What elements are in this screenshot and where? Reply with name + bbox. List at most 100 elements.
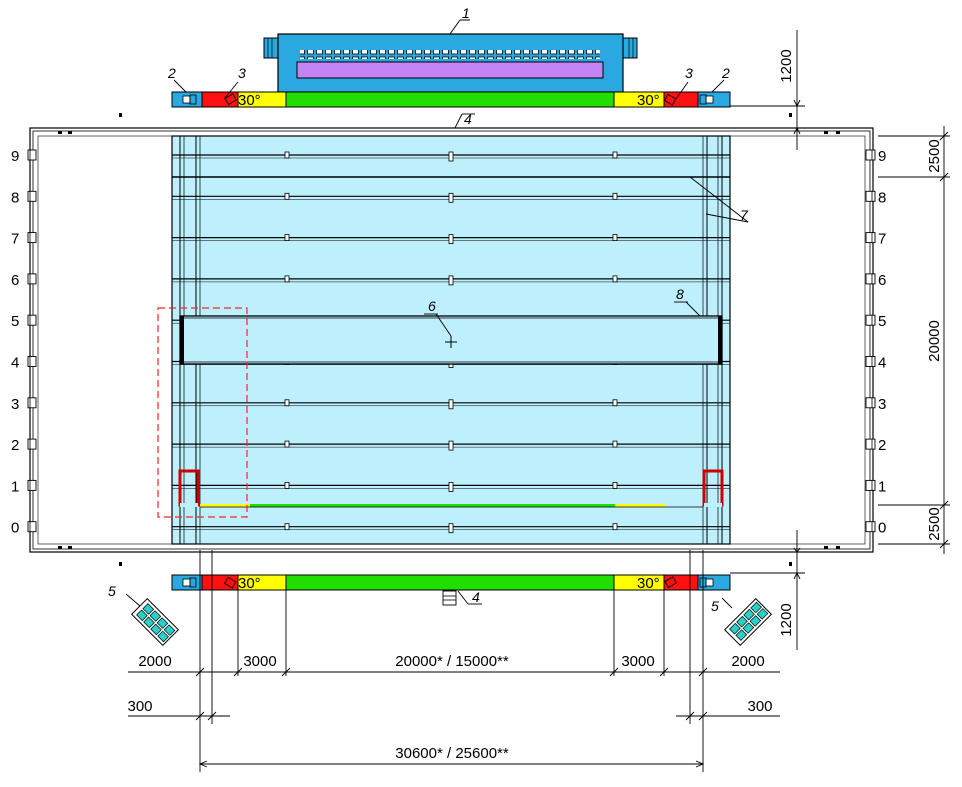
- callout-6: 6: [428, 298, 436, 314]
- lane-block-right: [865, 397, 876, 409]
- lane-number-left: 5: [11, 313, 19, 330]
- lane-marker: [284, 234, 290, 242]
- angle-bottom-right: 30°: [637, 575, 660, 592]
- dim-right-segment-bottom: 2500: [926, 507, 943, 540]
- lane-marker: [284, 192, 290, 200]
- callout-4-top: 4: [464, 111, 472, 127]
- lane-marker: [448, 440, 454, 451]
- lane-block-left: [27, 356, 37, 367]
- lane-number-left: 7: [11, 231, 19, 248]
- lane-block-right: [865, 521, 876, 533]
- dim-bottom-right-3000: 3000: [621, 653, 654, 670]
- angle-top-left: 30°: [238, 92, 261, 109]
- lane-marker: [284, 481, 290, 489]
- callout-2-left: 2: [167, 65, 176, 81]
- dim-overall: 30600* / 25600**: [395, 745, 509, 762]
- lane-number-left: 1: [11, 478, 19, 495]
- callout-7: 7: [740, 207, 749, 223]
- callout-4-bottom: 4: [472, 589, 480, 605]
- lane-marker: [612, 192, 618, 200]
- camera-icon: [182, 94, 714, 105]
- right-dimension-lines: [793, 30, 950, 650]
- lane-block-left: [27, 397, 37, 409]
- spectator-gallery-icon: [263, 33, 638, 93]
- lane-number-right: 2: [878, 437, 886, 454]
- lane-number-left: 6: [11, 272, 19, 289]
- lane-marker: [612, 523, 618, 531]
- starting-block-icon: [224, 93, 677, 106]
- dim-right-segment-top: 2500: [926, 139, 943, 172]
- lane-number-right: 3: [878, 396, 886, 413]
- lane-number-right: 9: [878, 148, 886, 165]
- lane-block-right: [865, 479, 876, 491]
- lane-marker: [284, 151, 290, 159]
- lane-block-left: [27, 273, 37, 285]
- lane-block-left: [27, 479, 37, 491]
- lane-block-right: [865, 190, 876, 202]
- lane-marker: [448, 523, 454, 534]
- lane-block-right: [865, 356, 876, 367]
- lane-marker: [612, 234, 618, 242]
- lane-number-left: 0: [11, 520, 19, 537]
- bottom-dimension-lines: [128, 550, 780, 772]
- lane-number-right: 5: [878, 313, 886, 330]
- lane-block-left: [27, 521, 37, 533]
- lane-marker: [284, 440, 290, 448]
- lane-block-left: [27, 438, 37, 450]
- lane-numbers: 9 9 8 8 7 7 6 6 5 5 4 4 3 3 2 2 1 1 0 0: [11, 148, 886, 537]
- lane-marker: [612, 481, 618, 489]
- lane-number-left: 8: [11, 189, 19, 206]
- lane-block-right: [865, 438, 876, 450]
- lane-marker: [448, 399, 454, 410]
- highlight-region: [157, 307, 248, 518]
- angle-bottom-left: 30°: [238, 575, 261, 592]
- pool-center-mark: [445, 336, 457, 348]
- lane-block-left: [27, 149, 37, 161]
- callout-5-left: 5: [108, 583, 116, 599]
- dim-right-top-vertical: 1200: [778, 49, 795, 82]
- end-wall-strip: [200, 504, 703, 508]
- seating-block-right: [723, 597, 773, 647]
- bottom-deck-strip: [171, 574, 731, 591]
- lane-number-right: 0: [878, 520, 886, 537]
- callout-8: 8: [676, 286, 684, 302]
- dim-left-300: 300: [127, 698, 152, 715]
- dim-right-segment-middle: 20000: [926, 320, 943, 362]
- lane-block-left: [27, 314, 37, 326]
- lane-number-left: 2: [11, 437, 19, 454]
- lane-block-right: [865, 149, 876, 161]
- lane-marker: [448, 481, 454, 492]
- callout-5-right: 5: [711, 598, 719, 614]
- lane-marker: [448, 151, 454, 162]
- lane-marker: [284, 275, 290, 283]
- lane-number-right: 1: [878, 478, 886, 495]
- dim-right-300: 300: [747, 698, 772, 715]
- dim-bottom-left-2000: 2000: [138, 653, 171, 670]
- callout-1: 1: [462, 5, 470, 21]
- lane-marker: [612, 440, 618, 448]
- callout-3-right: 3: [685, 65, 693, 81]
- pool-ladder-icon: [442, 590, 457, 606]
- lane-number-left: 9: [11, 148, 19, 165]
- lane-number-right: 6: [878, 272, 886, 289]
- lane-marker: [284, 523, 290, 531]
- callout-3-left: 3: [238, 65, 246, 81]
- ladder-icon: [178, 469, 724, 507]
- lane-number-right: 7: [878, 231, 886, 248]
- lane-block-right: [865, 232, 876, 244]
- lane-number-right: 8: [878, 189, 886, 206]
- lane-marker: [448, 234, 454, 245]
- lane-number-left: 3: [11, 396, 19, 413]
- lane-marker: [448, 192, 454, 203]
- lane-number-right: 4: [878, 355, 886, 372]
- lane-number-left: 4: [11, 355, 19, 372]
- seating-block-left: [130, 597, 180, 647]
- lane-marker: [612, 275, 618, 283]
- lane-marker: [612, 399, 618, 407]
- lane-block-right: [865, 314, 876, 326]
- dim-bottom-center: 20000* / 15000**: [395, 653, 509, 670]
- lane-marker: [284, 399, 290, 407]
- top-deck-strip: [171, 91, 731, 108]
- callout-2-right: 2: [721, 65, 730, 81]
